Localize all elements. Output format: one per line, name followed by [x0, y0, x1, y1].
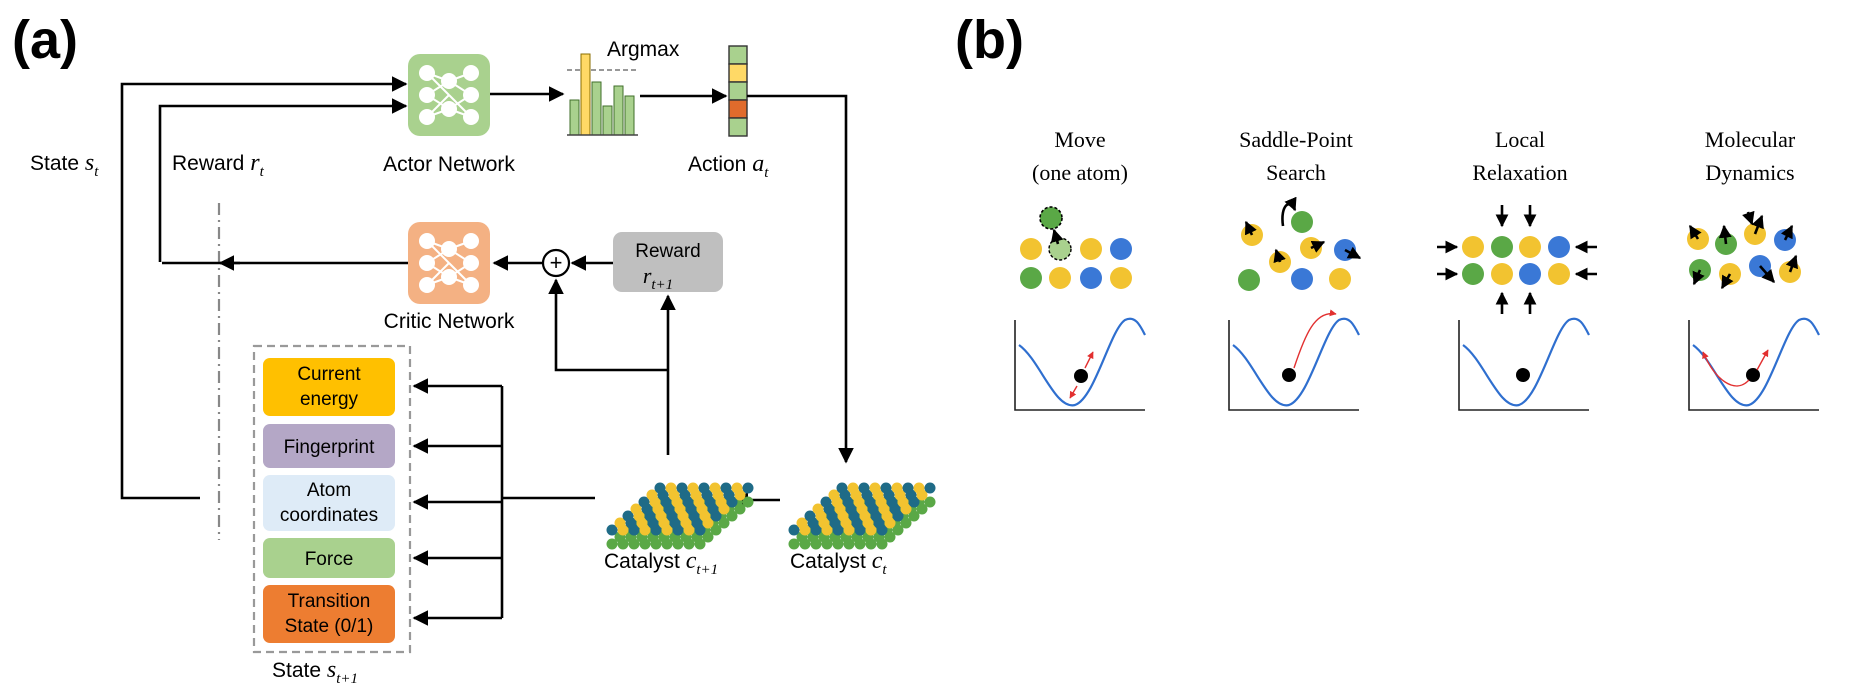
panel-a: (a) State st Reward rt Actor Network Arg… — [12, 10, 936, 685]
action-to-catalyst-arrow — [747, 94, 854, 464]
move-atoms-icon — [1020, 206, 1132, 289]
feature-list: Current energy Fingerprint Atom coordina… — [263, 358, 395, 643]
feature-force-label: Force — [305, 549, 354, 570]
feature-atom-coordinates-line1: Atom — [307, 480, 351, 501]
reward-t-label: Reward rt — [172, 150, 265, 180]
feature-transition-state-line1: Transition — [288, 591, 371, 612]
panel-b-tag: (b) — [955, 10, 1024, 70]
catalyst-slab-icon — [606, 482, 754, 550]
feature-current-energy-line1: Current — [297, 364, 361, 385]
neural-network-icon — [418, 64, 480, 126]
feature-input-arrows — [412, 378, 595, 626]
state-label: State st — [30, 150, 99, 180]
feature-fingerprint — [263, 424, 395, 468]
saddle-atoms-icon — [1238, 196, 1362, 291]
reward-feedback-arrow — [158, 98, 408, 262]
action-move-line2: (one atom) — [1032, 160, 1128, 185]
next-state-label: State st+1 — [272, 657, 358, 685]
action-label: Action at — [688, 151, 769, 181]
feature-fingerprint-label: Fingerprint — [284, 437, 376, 458]
feature-atom-coordinates-line2: coordinates — [280, 505, 378, 526]
action-md-line2: Dynamics — [1705, 160, 1794, 185]
action-relax-line2: Relaxation — [1472, 160, 1567, 185]
action-relax-line1: Local — [1495, 127, 1545, 152]
action-vector — [728, 45, 748, 137]
saddle-energy-plot — [1228, 309, 1360, 411]
md-energy-plot — [1688, 317, 1820, 411]
feature-force — [263, 538, 395, 578]
state-feedback-arrow — [120, 76, 408, 500]
panel-a-tag: (a) — [12, 10, 78, 70]
action-move-line1: Move — [1054, 127, 1105, 152]
critic-network-label: Critic Network — [384, 310, 515, 333]
argmax-label: Argmax — [607, 38, 680, 61]
neural-network-icon — [418, 232, 480, 294]
feature-current-energy — [263, 358, 395, 416]
feature-current-energy-line2: energy — [300, 389, 359, 410]
next-state-box — [252, 344, 412, 654]
reward-box — [613, 232, 723, 292]
reward-box-var: rt+1 — [643, 263, 673, 293]
relax-energy-plot — [1458, 317, 1590, 411]
action-saddle-line1: Saddle-Point — [1239, 127, 1353, 152]
md-atoms-icon — [1687, 210, 1801, 290]
reward-box-label: Reward — [635, 241, 700, 262]
catalyst-to-sum-arrow — [548, 278, 668, 372]
bar-chart-icon — [567, 53, 638, 136]
action-md-line1: Molecular — [1705, 127, 1796, 152]
move-energy-plot — [1014, 317, 1146, 411]
actor-network-label: Actor Network — [383, 153, 515, 176]
sum-node-icon — [541, 248, 571, 278]
action-saddle-line2: Search — [1266, 160, 1326, 185]
catalyst-label: Catalyst ct — [790, 548, 887, 578]
sum-symbol: + — [550, 250, 563, 275]
feature-transition-state-line2: State (0/1) — [285, 616, 374, 637]
catalyst-next-label: Catalyst ct+1 — [604, 548, 718, 578]
relax-atoms-icon — [1437, 205, 1597, 314]
catalyst-slab-icon — [788, 482, 936, 550]
feature-atom-coordinates — [263, 475, 395, 531]
panel-b: (b) Move (one atom) Saddle-Point Search … — [955, 10, 1820, 411]
feature-transition-state — [263, 585, 395, 643]
